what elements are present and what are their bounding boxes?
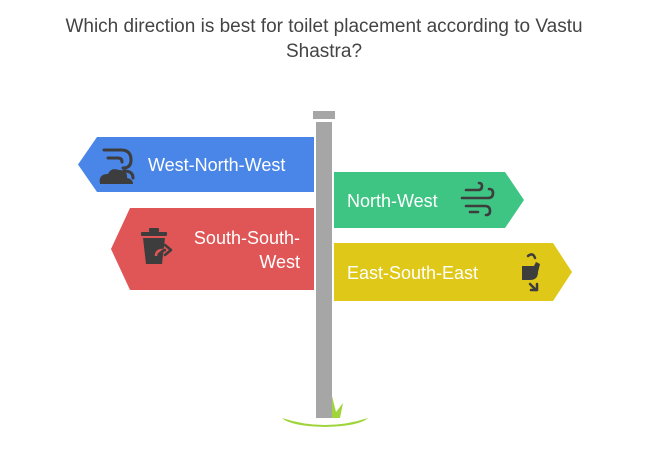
sign-west-north-west: West-North-West: [78, 137, 314, 192]
sign-east-south-east: East-South-East: [334, 243, 572, 301]
trash-can-icon: [141, 228, 173, 264]
sign-board: [334, 243, 572, 301]
sign-board: [334, 172, 524, 228]
sign-north-west: North-West: [334, 172, 524, 228]
sign-label: West-North-West: [148, 155, 285, 175]
sign-south-south-west: South-South- West: [111, 208, 314, 290]
signpost-pole: [316, 122, 332, 418]
sign-label-line-2: West: [259, 252, 300, 272]
sign-board: [111, 208, 314, 290]
title-line-1: Which direction is best for toilet place…: [65, 16, 583, 37]
grass-base: [282, 418, 368, 427]
sign-board: [78, 137, 314, 192]
title-line-2: Shastra?: [285, 41, 363, 62]
sign-label: East-South-East: [347, 263, 478, 283]
direction-hand-icon: [522, 253, 540, 292]
wind-cloud-icon: [99, 148, 135, 184]
post-cap: [313, 111, 335, 119]
diagram-title: Which direction is best for toilet place…: [20, 14, 628, 64]
sign-label: North-West: [347, 191, 438, 211]
wind-icon: [460, 181, 495, 217]
sign-label-line-1: South-South-: [194, 228, 300, 248]
